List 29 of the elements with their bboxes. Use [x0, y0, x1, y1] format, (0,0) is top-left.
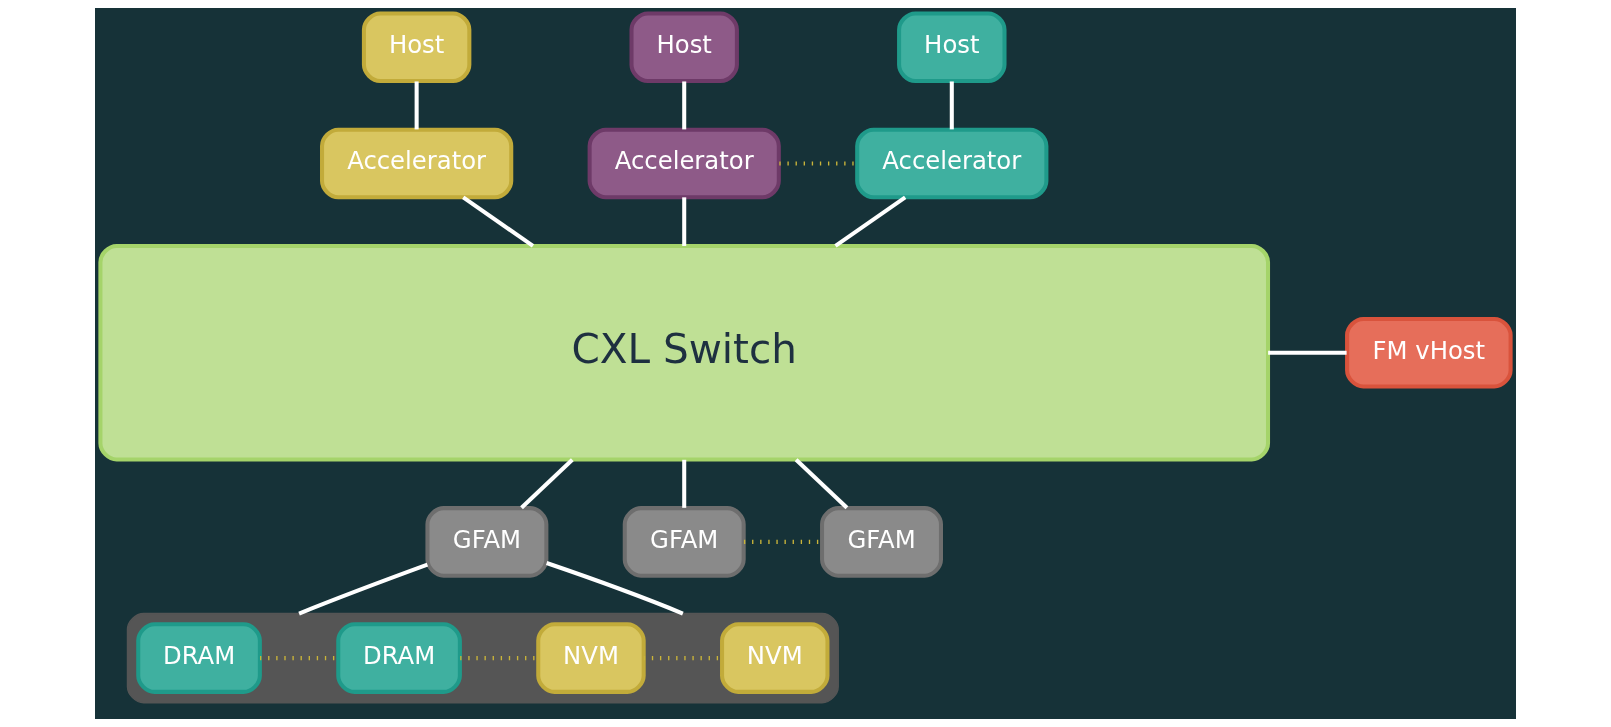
connector	[794, 458, 849, 510]
node-box: Host	[629, 11, 739, 84]
connector	[545, 561, 684, 616]
node-box: Host	[897, 11, 1007, 84]
node-box: Accelerator	[587, 127, 781, 200]
connector	[779, 161, 857, 166]
connector	[682, 81, 687, 130]
connector	[949, 81, 954, 130]
connector	[682, 459, 687, 508]
node-box: GFAM	[622, 506, 746, 578]
connector	[682, 197, 687, 246]
node-box: DRAM	[336, 622, 462, 694]
connector	[298, 562, 429, 616]
node-box: Accelerator	[855, 127, 1049, 200]
node-box: DRAM	[136, 622, 262, 694]
connector	[520, 458, 574, 510]
connector	[1268, 350, 1347, 355]
node-box: GFAM	[425, 506, 549, 578]
node-box: NVM	[720, 622, 830, 694]
connector	[462, 195, 535, 248]
cluster	[126, 612, 839, 704]
node-box: Accelerator	[320, 127, 514, 200]
node-box: CXL Switch	[98, 243, 1271, 462]
connector	[834, 195, 907, 248]
node-box: GFAM	[820, 506, 943, 578]
node-box: Host	[361, 11, 472, 84]
node-box: NVM	[536, 622, 646, 694]
connector	[414, 81, 419, 130]
node-box: FM vHost	[1345, 316, 1513, 389]
